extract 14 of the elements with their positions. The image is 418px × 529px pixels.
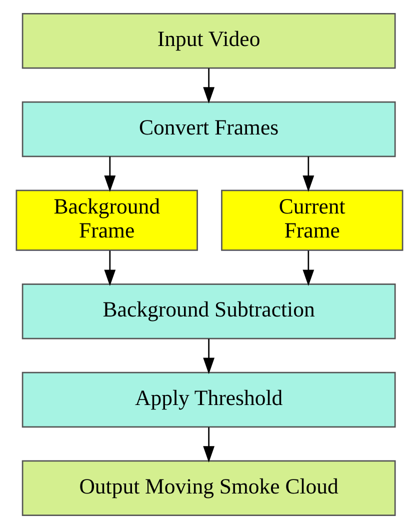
- arrow: [302, 156, 314, 192]
- arrow: [104, 156, 116, 192]
- node-box: Background Frame: [15, 190, 198, 251]
- arrow: [202, 68, 214, 104]
- arrow: [202, 427, 214, 462]
- node-box: Background Subtraction: [21, 284, 396, 340]
- arrow: [202, 338, 214, 374]
- node-box: Apply Threshold: [21, 372, 396, 428]
- node-box: Output Moving Smoke Cloud: [21, 460, 396, 516]
- node-box: Current Frame: [220, 190, 403, 251]
- arrow: [104, 250, 116, 286]
- node-box: Convert Frames: [21, 101, 396, 158]
- arrow: [302, 250, 314, 286]
- node-box: Input Video: [21, 12, 396, 69]
